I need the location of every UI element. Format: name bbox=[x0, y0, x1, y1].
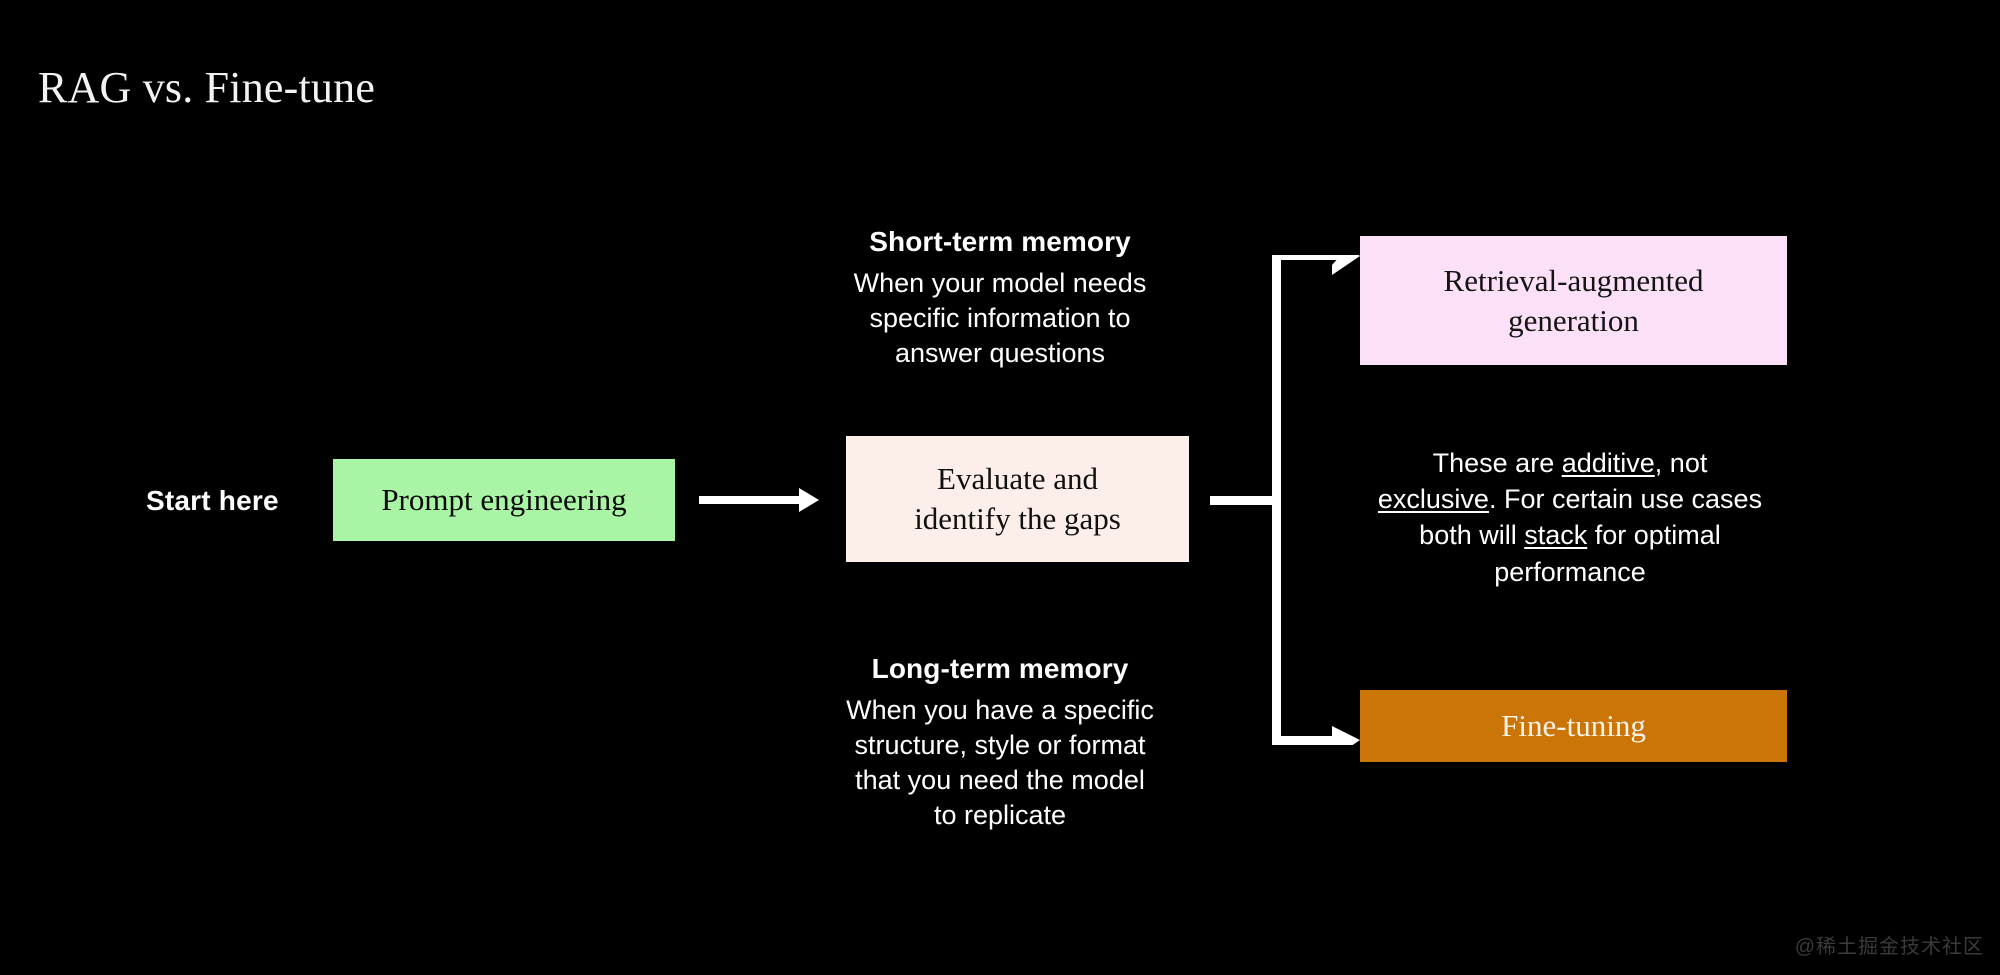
node-retrieval-augmented-generation[interactable]: Retrieval-augmented generation bbox=[1360, 236, 1787, 365]
node-evaluate-gaps[interactable]: Evaluate and identify the gaps bbox=[846, 436, 1189, 562]
watermark: @稀土掘金技术社区 bbox=[1794, 936, 1984, 958]
annotation-long-term-memory: Long-term memory When you have a specifi… bbox=[790, 653, 1210, 833]
node-fine-tuning[interactable]: Fine-tuning bbox=[1360, 690, 1787, 762]
short-term-memory-line3: answer questions bbox=[894, 338, 1106, 369]
long-term-memory-line1: When you have a specific bbox=[846, 695, 1154, 725]
additive-note-underline-stack: stack bbox=[1524, 520, 1588, 551]
long-term-memory-line2: structure, style or format bbox=[854, 730, 1146, 761]
annotation-short-term-memory: Short-term memory When your model needs … bbox=[800, 226, 1200, 371]
short-term-memory-heading: Short-term memory bbox=[869, 226, 1131, 257]
additive-note-segment-4: for optimal performance bbox=[1494, 520, 1721, 587]
arrow-branch-split-icon bbox=[1210, 255, 1360, 745]
node-rag-line2: generation bbox=[1508, 302, 1639, 338]
short-term-memory-line2: specific information to bbox=[869, 303, 1131, 334]
long-term-memory-line4: to replicate bbox=[933, 800, 1067, 831]
page-title: RAG vs. Fine-tune bbox=[38, 63, 376, 112]
long-term-memory-heading: Long-term memory bbox=[871, 653, 1129, 684]
arrow-prompt-to-evaluate-icon bbox=[699, 488, 819, 512]
additive-note-segment-2: , not bbox=[1654, 448, 1708, 478]
annotation-additive-note: These are additive, not exclusive. For c… bbox=[1370, 445, 1770, 590]
node-fine-tuning-label: Fine-tuning bbox=[1501, 708, 1646, 744]
node-evaluate-gaps-line1: Evaluate and bbox=[937, 461, 1098, 497]
long-term-memory-line3: that you need the model bbox=[855, 765, 1145, 796]
short-term-memory-line1: When your model needs bbox=[853, 268, 1147, 298]
additive-note-underline-exclusive: exclusive bbox=[1377, 484, 1489, 515]
additive-note-underline-additive: additive bbox=[1561, 448, 1655, 478]
start-here-label: Start here bbox=[146, 485, 279, 516]
node-prompt-engineering-label: Prompt engineering bbox=[381, 482, 627, 518]
node-evaluate-gaps-line2: identify the gaps bbox=[914, 501, 1121, 536]
additive-note-segment-3: . For certain use cases both will bbox=[1419, 484, 1763, 551]
node-prompt-engineering[interactable]: Prompt engineering bbox=[333, 459, 675, 541]
node-rag-line1: Retrieval-augmented bbox=[1443, 262, 1704, 298]
additive-note-segment-1: These are bbox=[1432, 448, 1562, 478]
